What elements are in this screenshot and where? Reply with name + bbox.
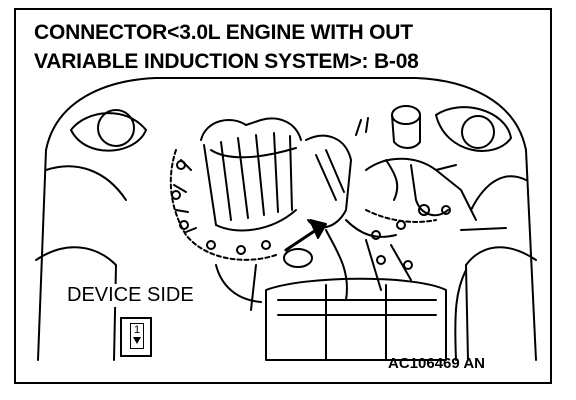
connector-pin-number: 1 (133, 324, 141, 336)
connector-pin-arrow-icon (133, 337, 141, 344)
connector-pin: 1 (130, 323, 144, 349)
connector-icon: 1 (120, 317, 152, 357)
title-line-1: CONNECTOR<3.0L ENGINE WITH OUT (34, 21, 413, 44)
pointer-arrow-icon (284, 228, 318, 252)
device-side-label: DEVICE SIDE (64, 284, 197, 307)
diagram-frame (14, 8, 552, 384)
engine-bay-illustration-icon (35, 77, 537, 361)
title-line-2: VARIABLE INDUCTION SYSTEM>: B-08 (34, 50, 419, 73)
diagram-title: CONNECTOR<3.0L ENGINE WITH OUT VARIABLE … (34, 18, 534, 76)
reference-code: AC106469 AN (388, 355, 485, 372)
